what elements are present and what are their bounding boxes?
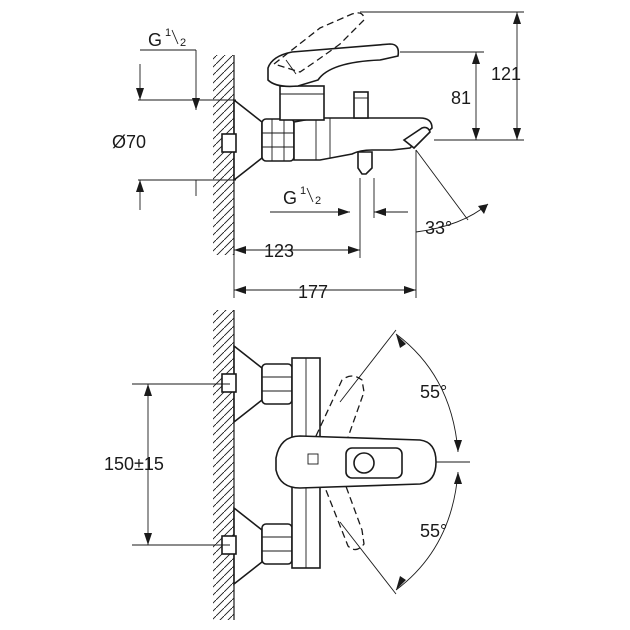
diverter-knob bbox=[353, 91, 369, 119]
lever-handle-open-dashed bbox=[272, 12, 365, 73]
spout-bottom-outlet bbox=[357, 151, 373, 175]
hex-nut-upper bbox=[261, 363, 293, 405]
mixer-body bbox=[293, 117, 433, 161]
svg-text:G: G bbox=[283, 188, 297, 208]
lever-open-up-dashed bbox=[315, 375, 365, 462]
svg-text:33°: 33° bbox=[425, 218, 452, 238]
dim-label-121: 121 bbox=[491, 64, 521, 84]
wall-section-top bbox=[213, 55, 235, 255]
hex-nut-lower bbox=[261, 523, 293, 565]
lever-column bbox=[279, 85, 325, 121]
svg-text:2: 2 bbox=[315, 195, 321, 207]
side-view: 121 81 G 1 2 Ø70 bbox=[112, 11, 524, 302]
svg-text:1: 1 bbox=[300, 185, 306, 197]
dim-thread-top: G 1 2 bbox=[140, 27, 200, 110]
dim-depth: 123 177 bbox=[233, 218, 417, 302]
svg-text:123: 123 bbox=[264, 241, 294, 261]
lever-open-down-dashed bbox=[321, 469, 365, 551]
dim-angle-55-up: 55° bbox=[339, 329, 470, 463]
rosette bbox=[233, 98, 263, 182]
svg-text:177: 177 bbox=[298, 282, 328, 302]
wall-section-bottom bbox=[213, 310, 235, 620]
dim-line-121 bbox=[360, 11, 524, 141]
dim-centers: 150±15 bbox=[104, 383, 230, 546]
dim-angle-55-down: 55° bbox=[339, 471, 462, 595]
top-view: 150±15 55° 55° bbox=[104, 310, 470, 620]
dim-diameter: Ø70 bbox=[112, 64, 236, 210]
svg-text:1: 1 bbox=[165, 27, 171, 39]
hex-nut bbox=[261, 118, 295, 162]
svg-text:55°: 55° bbox=[420, 382, 447, 402]
svg-text:55°: 55° bbox=[420, 521, 447, 541]
svg-text:Ø70: Ø70 bbox=[112, 132, 146, 152]
lever-grip-circle bbox=[353, 452, 375, 474]
svg-text:2: 2 bbox=[180, 37, 186, 49]
dim-label-81: 81 bbox=[451, 88, 471, 108]
lever-handle bbox=[267, 43, 400, 88]
lever-indicator bbox=[307, 453, 319, 465]
svg-text:150±15: 150±15 bbox=[104, 454, 164, 474]
dim-thread-spout: G 1 2 bbox=[270, 178, 408, 218]
rosette-upper bbox=[233, 344, 263, 424]
wall-connector bbox=[221, 133, 237, 153]
connector-upper bbox=[221, 373, 237, 393]
rosette-lower bbox=[233, 506, 263, 586]
dim-line-81 bbox=[400, 51, 484, 140]
dim-angle-33: 33° bbox=[415, 149, 489, 240]
spout-nozzle bbox=[402, 126, 431, 150]
svg-text:G: G bbox=[148, 30, 162, 50]
